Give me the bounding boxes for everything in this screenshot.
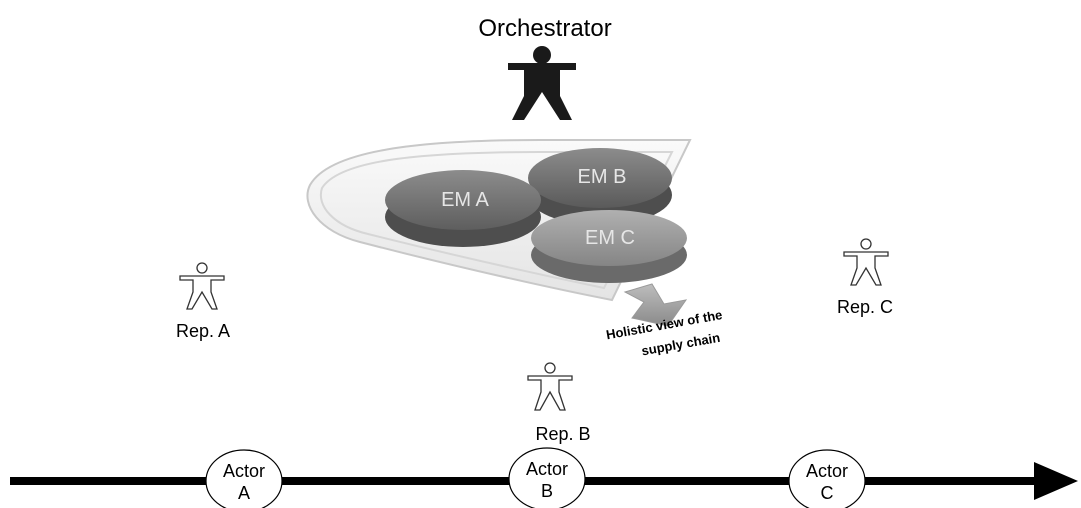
actor-c-node: Actor C: [788, 449, 866, 508]
rep-a-label: Rep. A: [176, 321, 230, 341]
rep-c-person-icon: [843, 238, 889, 286]
rep-b-person-icon: [527, 362, 573, 411]
em-a-label: EM A: [441, 189, 489, 211]
disc-em-b: EM B: [528, 148, 672, 225]
actor-b-line2: B: [541, 481, 553, 501]
actor-a-line2: A: [238, 483, 250, 503]
actor-c-line1: Actor: [806, 461, 848, 481]
actor-b-node: Actor B: [508, 447, 586, 508]
actor-a-line1: Actor: [223, 461, 265, 481]
timeline-arrow-icon: [1034, 462, 1078, 500]
orchestrator-label: Orchestrator: [478, 15, 611, 42]
rep-b-label: Rep. B: [535, 424, 590, 444]
rep-c-label: Rep. C: [837, 297, 893, 317]
actor-b-line1: Actor: [526, 459, 568, 479]
actor-a-node: Actor A: [205, 449, 283, 508]
orchestrator-person-icon: [508, 46, 576, 120]
em-b-label: EM B: [578, 166, 627, 188]
rep-a-person-icon: [179, 262, 225, 310]
holistic-view-arrow-icon: [623, 283, 688, 327]
disc-em-c: EM C: [531, 210, 687, 283]
em-c-label: EM C: [585, 227, 635, 249]
disc-em-a: EM A: [385, 170, 541, 247]
actor-c-line2: C: [821, 483, 834, 503]
